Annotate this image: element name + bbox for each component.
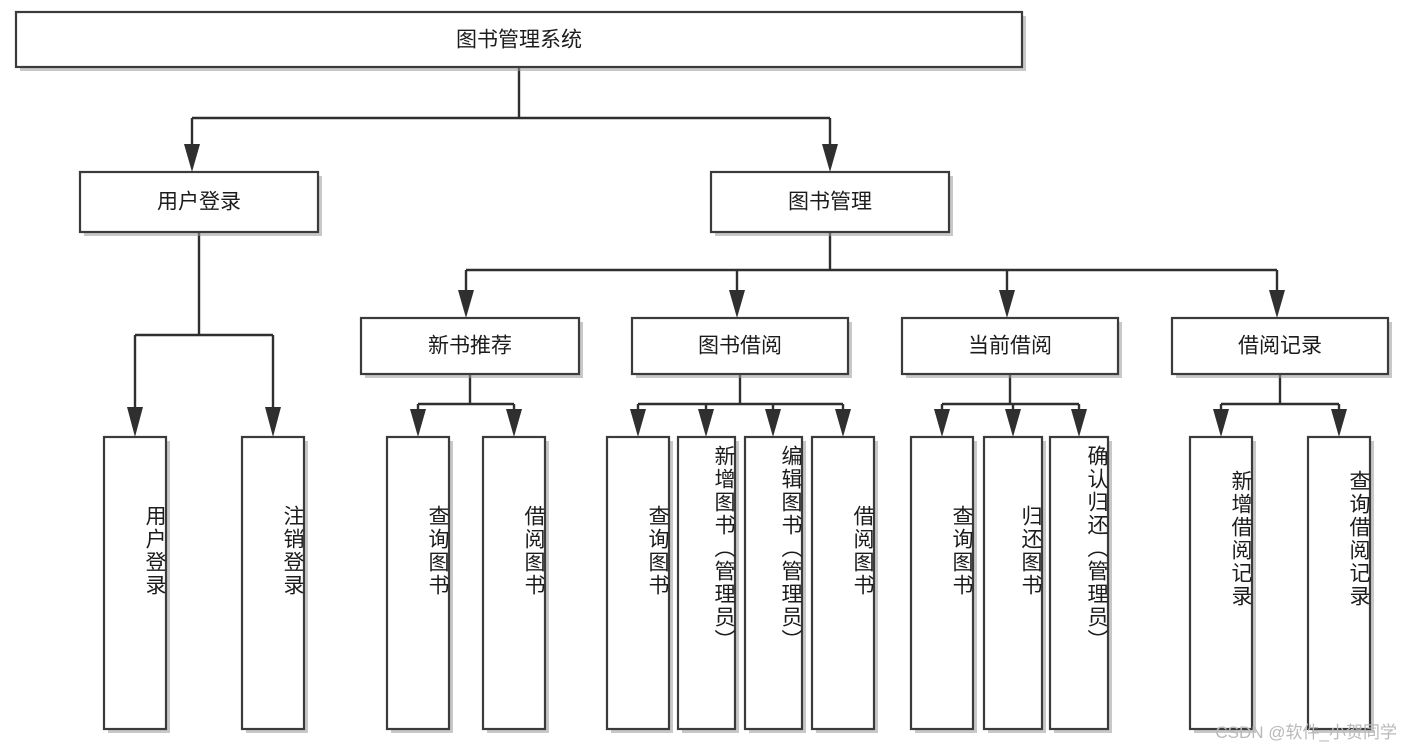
arrowhead-book-borrow [729,290,745,318]
leaf-box-edit-book-admin-rect[interactable] [743,435,804,731]
leaf-box-query-book-1-rect[interactable] [385,435,451,731]
leaf-box-borrow-book-2[interactable] [810,435,878,733]
node-borrow-record-label: 借阅记录 [1238,335,1322,358]
arrowhead-currentborrow-leaf-1 [934,409,950,437]
arrowhead-borrow-record [1269,290,1285,318]
arrowhead-user-login [184,144,200,172]
leaf-box-add-borrow-record-rect[interactable] [1188,435,1254,731]
arrowhead-new-book-rec [458,290,474,318]
node-root-box[interactable] [14,10,1024,69]
leaf-box-query-book-2-rect[interactable] [605,435,671,731]
leaf-box-user-login[interactable] [102,435,170,733]
node-book-borrow-box[interactable] [630,316,850,376]
arrowhead-currentborrow-leaf-2 [1005,409,1021,437]
arrowhead-book-management [822,144,838,172]
node-current-borrow-box[interactable] [900,316,1120,376]
node-book-borrow-label: 图书借阅 [698,335,782,358]
arrowhead-newbook-leaf-1 [410,409,426,437]
node-user-login[interactable]: 用户登录 [78,170,322,236]
arrowhead-current-borrow [999,290,1015,318]
node-current-borrow[interactable]: 当前借阅 [900,316,1122,378]
node-user-login-label: 用户登录 [157,191,241,214]
leaf-box-add-book-admin-rect[interactable] [676,435,737,731]
arrowhead-bookborrow-leaf-4 [835,409,851,437]
leaf-box-borrow-book-1-rect[interactable] [481,435,547,731]
node-book-management-label: 图书管理 [788,191,872,214]
arrowhead-leaf-logout [265,407,281,437]
node-book-management[interactable]: 图书管理 [709,170,953,236]
node-borrow-record[interactable]: 借阅记录 [1170,316,1392,378]
node-user-login-box[interactable] [78,170,320,234]
node-layer: 图书管理系统 用户登录 图书管理 新书推荐 图书 [14,10,1392,733]
arrowhead-newbook-leaf-2 [506,409,522,437]
leaf-box-edit-book-admin[interactable] [743,435,806,733]
leaf-box-return-book-rect[interactable] [982,435,1044,731]
node-borrow-record-box[interactable] [1170,316,1390,376]
leaf-box-add-book-admin[interactable] [676,435,739,733]
arrowhead-leaf-user-login [127,407,143,437]
node-root[interactable]: 图书管理系统 [14,10,1026,71]
leaf-box-query-borrow-record-rect[interactable] [1306,435,1372,731]
connector-layer [127,67,1347,437]
arrowhead-borrowrecord-leaf-2 [1331,409,1347,437]
arrowhead-bookborrow-leaf-1 [630,409,646,437]
leaf-box-confirm-return-admin-rect[interactable] [1048,435,1110,731]
arrowhead-bookborrow-leaf-2 [698,409,714,437]
leaf-box-return-book[interactable] [982,435,1046,733]
leaf-box-borrow-book-2-rect[interactable] [810,435,876,731]
node-new-book-recommend-box[interactable] [359,316,581,376]
leaf-box-query-borrow-record[interactable] [1306,435,1374,733]
node-new-book-recommend[interactable]: 新书推荐 [359,316,583,378]
leaf-box-query-book-2[interactable] [605,435,673,733]
arrowhead-currentborrow-leaf-3 [1071,409,1087,437]
node-new-book-recommend-label: 新书推荐 [428,335,512,358]
node-current-borrow-label: 当前借阅 [968,335,1052,358]
leaf-box-user-login-rect[interactable] [102,435,168,731]
leaf-box-query-book-1[interactable] [385,435,453,733]
leaf-box-logout[interactable] [240,435,308,733]
leaf-box-query-book-3[interactable] [909,435,977,733]
arrowhead-borrowrecord-leaf-1 [1213,409,1229,437]
node-book-management-box[interactable] [709,170,951,234]
node-root-label: 图书管理系统 [456,29,582,52]
arrowhead-bookborrow-leaf-3 [765,409,781,437]
node-book-borrow[interactable]: 图书借阅 [630,316,852,378]
leaf-box-logout-rect[interactable] [240,435,306,731]
leaf-box-add-borrow-record[interactable] [1188,435,1256,733]
leaf-box-query-book-3-rect[interactable] [909,435,975,731]
leaf-box-borrow-book-1[interactable] [481,435,549,733]
leaf-box-confirm-return-admin[interactable] [1048,435,1112,733]
watermark-text: CSDN @软件_小贺同学 [1215,723,1397,742]
